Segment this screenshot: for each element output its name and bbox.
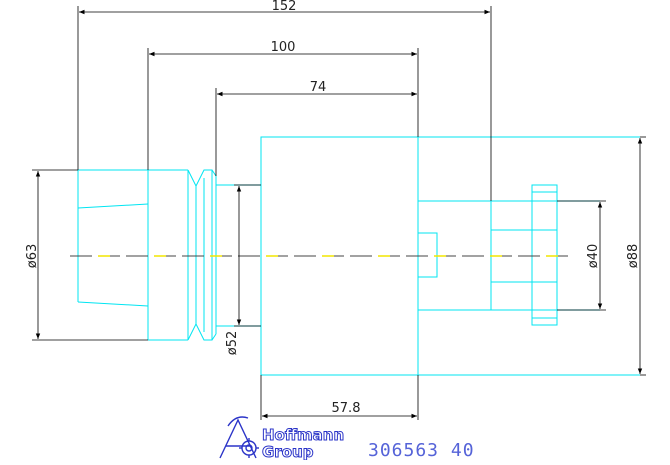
logo-line2: Group [262, 443, 314, 460]
part-number: 306563 40 [368, 440, 475, 460]
dim-100: 100 [147, 40, 419, 170]
logo-mark-icon [219, 416, 259, 459]
dim-57-8-label: 57.8 [332, 401, 361, 416]
logo-line1: Hoffmann [262, 426, 344, 444]
hoffmann-group-logo: Hoffmann Group [219, 416, 345, 462]
collet-nose [77, 169, 149, 340]
dim-dia52: ø52 [225, 184, 261, 356]
dim-74: 74 [215, 80, 417, 176]
dim-dia40: ø40 [557, 200, 606, 311]
dim-74-label: 74 [310, 80, 327, 95]
dim-dia88-label: ø88 [626, 244, 641, 269]
dim-100-label: 100 [271, 40, 296, 55]
dim-152: 152 [77, 0, 492, 201]
rear-flange [418, 136, 640, 376]
dim-57-8: 57.8 [260, 375, 419, 420]
dim-dia88: ø88 [626, 136, 646, 376]
dim-dia63: ø63 [25, 169, 148, 341]
collar-flange [148, 169, 217, 341]
dim-152-label: 152 [272, 0, 297, 14]
dim-dia40-label: ø40 [586, 244, 601, 269]
dim-dia63-label: ø63 [25, 244, 40, 269]
drive-key [531, 184, 558, 326]
dim-dia52-label: ø52 [225, 331, 240, 356]
